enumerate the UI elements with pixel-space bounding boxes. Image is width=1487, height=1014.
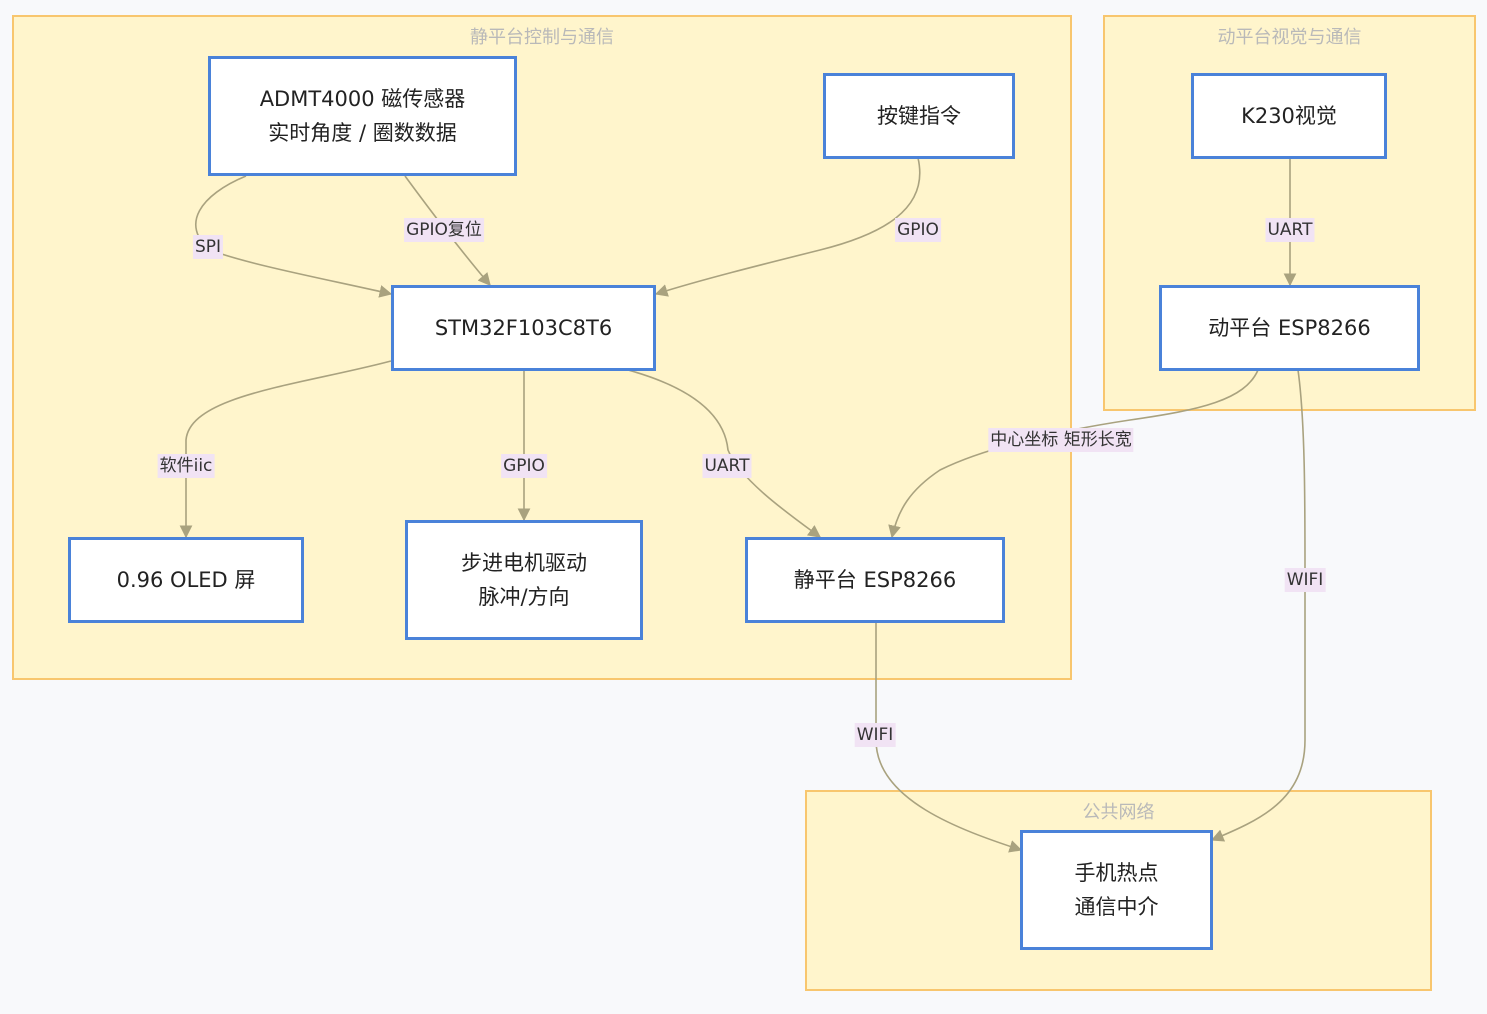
node-admt4000-subtitle: 实时角度 / 圈数数据 [268, 121, 457, 145]
node-hotspot-subtitle: 通信中介 [1074, 895, 1159, 919]
node-stepper-subtitle: 脉冲/方向 [478, 585, 570, 609]
node-oled-label: 0.96 OLED 屏 [116, 568, 256, 592]
node-static-esp8266-label: 静平台 ESP8266 [793, 568, 957, 592]
node-stepper-driver: 步进电机驱动 脉冲/方向 [405, 520, 643, 640]
node-key-command: 按键指令 [823, 73, 1015, 159]
node-stepper-title: 步进电机驱动 [461, 551, 587, 575]
node-key-command-label: 按键指令 [877, 104, 961, 128]
cluster-title: 静平台控制与通信 [470, 27, 614, 48]
node-admt4000-title: ADMT4000 磁传感器 [259, 87, 466, 111]
node-moving-esp8266: 动平台 ESP8266 [1159, 285, 1420, 371]
edge-label-gpio-reset: GPIO复位 [404, 218, 484, 242]
node-oled: 0.96 OLED 屏 [68, 537, 304, 623]
edge-label-wifi-moving: WIFI [1284, 568, 1326, 592]
edge-key-stm32-gpio [654, 157, 921, 297]
edge-admt-stm32-spi [194, 175, 393, 298]
node-phone-hotspot: 手机热点 通信中介 [1020, 830, 1213, 950]
edge-stm32-static-esp-uart [627, 369, 822, 538]
node-hotspot-title: 手机热点 [1074, 861, 1159, 885]
cluster-title: 动平台视觉与通信 [1217, 27, 1362, 48]
cluster-title: 公共网络 [1082, 802, 1155, 823]
edge-label-soft-iic: 软件iic [157, 454, 215, 478]
edge-label-gpio-key: GPIO [895, 218, 941, 242]
node-admt4000-sensor: ADMT4000 磁传感器 实时角度 / 圈数数据 [208, 56, 517, 176]
node-stm32: STM32F103C8T6 [391, 285, 656, 371]
edge-label-uart-stm: UART [702, 454, 752, 478]
node-k230-label: K230视觉 [1241, 104, 1337, 128]
edge-static-esp-hotspot-wifi [875, 622, 1023, 853]
edge-label-spi: SPI [192, 235, 224, 259]
node-static-esp8266: 静平台 ESP8266 [745, 537, 1005, 623]
edge-label-gpio-stepper: GPIO [501, 454, 547, 478]
edge-label-wifi-static: WIFI [854, 723, 896, 747]
edge-label-center-rect: 中心坐标 矩形长宽 [988, 428, 1134, 452]
edge-moving-esp-static-esp [888, 369, 1259, 539]
edge-stm32-oled-iic [179, 360, 392, 539]
edge-label-uart-k230: UART [1265, 218, 1315, 242]
node-k230-vision: K230视觉 [1191, 73, 1387, 159]
edge-moving-esp-hotspot-wifi [1210, 369, 1306, 842]
node-stm32-label: STM32F103C8T6 [434, 316, 613, 340]
node-moving-esp8266-label: 动平台 ESP8266 [1208, 316, 1371, 340]
